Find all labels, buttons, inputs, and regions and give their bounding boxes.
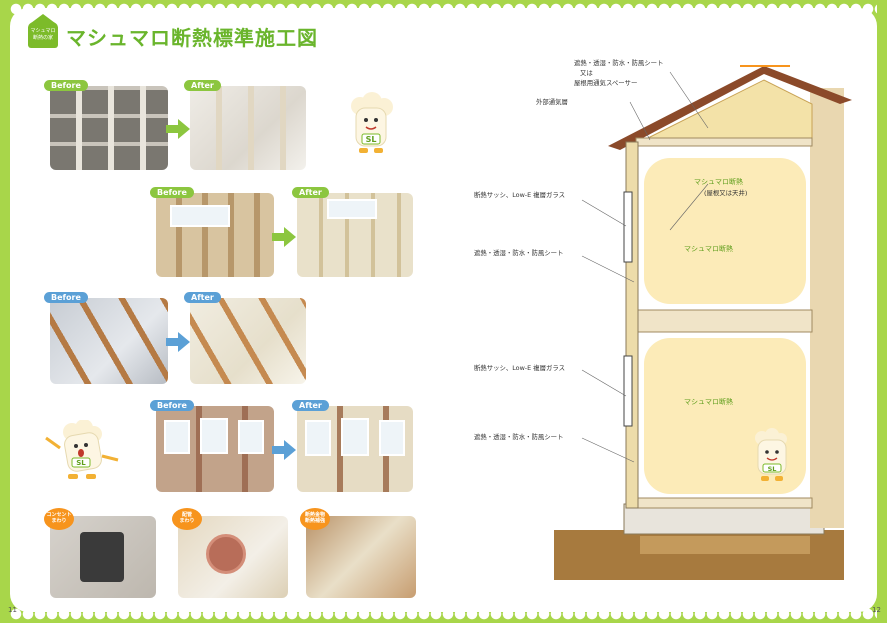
photo-attic-after <box>190 298 306 384</box>
page-title: マシュマロ断熱標準施工図 <box>66 26 318 50</box>
detail-tag-corner: 断熱金物 断熱補強 <box>300 508 330 530</box>
label-roof-spacer: 屋根用通気スペーサー <box>574 79 638 87</box>
page-number-left: 11 <box>8 606 17 614</box>
after-tag: After <box>184 80 221 91</box>
photo-attic-before <box>50 298 168 384</box>
label-insul-mid: マシュマロ断熱 <box>684 245 733 253</box>
before-tag: Before <box>150 187 194 198</box>
arrow-right-icon <box>284 440 296 460</box>
detail-tag-pipe: 配管 まわり <box>172 508 202 530</box>
badge-text: マシュマロ 断熱の家 <box>30 28 56 41</box>
arrow-right-icon <box>178 119 190 139</box>
window <box>341 418 369 456</box>
window-lower <box>623 355 633 427</box>
photo-corner <box>306 516 416 598</box>
photo-bay-after <box>297 406 413 492</box>
scallop-border-bottom <box>10 608 877 620</box>
photo-outlet <box>50 516 156 598</box>
photo-ceiling-after <box>190 86 306 170</box>
photo-wall-before <box>156 193 274 277</box>
before-tag: Before <box>44 292 88 303</box>
mascot-icon: SL <box>351 92 393 153</box>
pipe-hole <box>206 534 246 574</box>
arrow-right-icon <box>166 125 180 133</box>
detail-tag-outlet-text: コンセント まわり <box>46 512 72 524</box>
page-number-right: 12 <box>872 606 881 614</box>
arrow-right-icon <box>272 446 286 454</box>
detail-tag-corner-text: 断熱金物 断熱補強 <box>304 512 325 524</box>
window-upper <box>623 191 633 263</box>
mascot-logo: SL <box>768 465 777 473</box>
mid-floor <box>635 309 813 333</box>
insulation-upper <box>644 158 806 304</box>
label-insul-low: マシュマロ断熱 <box>684 398 733 406</box>
photo-bay-before <box>156 406 274 492</box>
photo-wall-after <box>297 193 413 277</box>
outlet-box <box>80 532 124 582</box>
label-sheet-upper: 遮熱・透湿・防水・防風シート <box>474 249 564 257</box>
arrow-right-icon <box>272 233 286 241</box>
label-insul-roof-sub: (屋根又は天井) <box>704 189 748 197</box>
after-tag: After <box>292 187 329 198</box>
window <box>170 205 230 227</box>
window <box>379 420 405 456</box>
label-outer-vent: 外部通気層 <box>536 98 568 106</box>
photo-ceiling-before <box>50 86 168 170</box>
window <box>327 199 377 219</box>
window <box>305 420 331 456</box>
before-tag: Before <box>150 400 194 411</box>
arrow-right-icon <box>284 227 296 247</box>
window <box>200 418 228 454</box>
mascot-logo: SL <box>366 135 377 144</box>
arrow-right-icon <box>178 332 190 352</box>
outer-wall-right <box>810 88 844 528</box>
label-roof-or: 又は <box>580 69 593 77</box>
house-badge-icon: マシュマロ 断熱の家 <box>28 14 58 48</box>
window <box>238 420 264 454</box>
arrow-right-icon <box>166 338 180 346</box>
house-cross-section-diagram: SL <box>554 65 852 580</box>
mascot-icon: SL <box>755 428 787 481</box>
before-tag: Before <box>44 80 88 91</box>
label-insul-roof: マシュマロ断熱 <box>694 178 743 186</box>
after-tag: After <box>184 292 221 303</box>
mascot-icon: SL <box>45 420 119 479</box>
label-sash-upper: 断熱サッシ、Low-E 複層ガラス <box>474 191 566 199</box>
mascot-logo: SL <box>76 459 86 467</box>
label-sheet-lower: 遮熱・透湿・防水・防風シート <box>474 433 564 441</box>
photo-pipe <box>178 516 288 598</box>
label-sash-lower: 断熱サッシ、Low-E 複層ガラス <box>474 364 566 372</box>
detail-tag-pipe-text: 配管 まわり <box>179 512 195 524</box>
scallop-border-top <box>10 3 877 15</box>
window <box>164 420 190 454</box>
after-tag: After <box>292 400 329 411</box>
detail-tag-outlet: コンセント まわり <box>44 508 74 530</box>
label-roof-sheet: 遮熱・透湿・防水・防風シート <box>574 59 664 67</box>
